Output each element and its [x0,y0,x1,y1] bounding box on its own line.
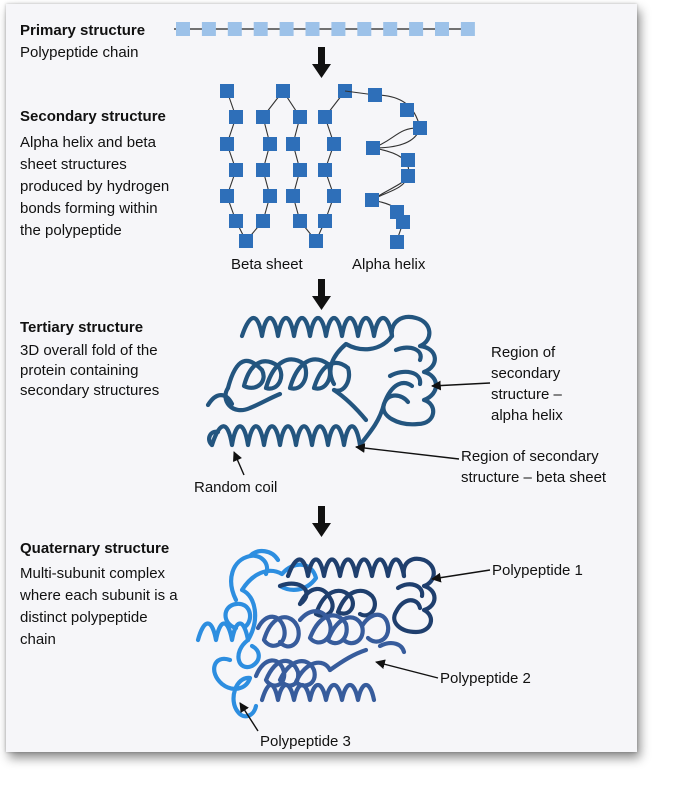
amino-acid-bead [286,189,300,203]
amino-acid-bead [383,22,398,36]
amino-acid-bead [263,189,277,203]
primary-beads [176,22,475,36]
amino-acid-bead [368,88,382,102]
secondary-heading: Secondary structure [20,108,166,125]
random-coil-label: Random coil [194,479,278,496]
primary-chain [174,22,475,36]
amino-acid-bead [176,22,190,36]
amino-acid-bead [390,235,404,249]
amino-acid-bead [413,121,427,135]
amino-acid-bead [227,22,242,36]
amino-acid-bead [357,22,372,36]
tertiary-heading: Tertiary structure [20,319,144,336]
amino-acid-bead [318,163,332,177]
primary-heading: Primary structure [20,22,146,39]
amino-acid-bead [365,193,379,207]
amino-acid-bead [256,163,270,177]
tertiary-description: 3D overall fold of the protein containin… [20,342,160,399]
amino-acid-bead [460,22,475,36]
amino-acid-bead [256,110,270,124]
amino-acid-bead [293,163,307,177]
quaternary-description: Multi-subunit complex where each subunit… [20,565,178,648]
amino-acid-bead [220,189,234,203]
amino-acid-bead [331,22,346,36]
alpha-helix-diagram [344,88,427,249]
amino-acid-bead [253,22,268,36]
amino-acid-bead [401,153,415,167]
polypeptide-2 [253,609,407,703]
amino-acid-bead [201,22,216,36]
polypeptide-2-label: Polypeptide 2 [440,670,531,687]
step-arrows [312,47,331,537]
figure-card [6,4,637,752]
tertiary-beta-region-label: Region of secondary structure – beta she… [461,448,607,486]
quaternary-complex [195,549,437,719]
beta-sheet-diagram [220,84,352,248]
amino-acid-bead [309,234,323,248]
amino-acid-bead [400,103,414,117]
amino-acid-bead [305,22,320,36]
amino-acid-bead [256,214,270,228]
amino-acid-bead [318,110,332,124]
amino-acid-bead [276,84,290,98]
amino-acid-bead [286,137,300,151]
down-arrow-icon [312,47,331,78]
amino-acid-bead [401,169,415,183]
polypeptide-3 [195,549,319,719]
polypeptide-1 [277,556,437,635]
quaternary-heading: Quaternary structure [20,540,170,557]
alpha-beads [365,88,427,249]
amino-acid-bead [239,234,253,248]
amino-acid-bead [293,110,307,124]
amino-acid-bead [220,137,234,151]
beta-sheet-label: Beta sheet [231,256,303,273]
down-arrow-icon [312,506,331,537]
amino-acid-bead [327,137,341,151]
amino-acid-bead [229,110,243,124]
tertiary-alpha-region-label: Region of secondary structure – alpha he… [491,344,563,424]
amino-acid-bead [263,137,277,151]
polypeptide-1-label: Polypeptide 1 [492,562,583,579]
amino-acid-bead [229,214,243,228]
amino-acid-bead [318,214,332,228]
primary-description: Polypeptide chain [20,44,139,61]
tertiary-fold [205,314,439,448]
secondary-description: Alpha helix and beta sheet structures pr… [20,134,170,239]
amino-acid-bead [409,22,424,36]
label-pointers [233,380,491,732]
amino-acid-bead [229,163,243,177]
amino-acid-bead [396,215,410,229]
beta-beads [220,84,352,248]
amino-acid-bead [435,22,449,36]
down-arrow-icon [312,279,331,310]
amino-acid-bead [220,84,234,98]
amino-acid-bead [327,189,341,203]
amino-acid-bead [366,141,380,155]
polypeptide-3-label: Polypeptide 3 [260,733,351,750]
alpha-helix-label: Alpha helix [352,256,426,273]
amino-acid-bead [279,22,294,36]
amino-acid-bead [293,214,307,228]
